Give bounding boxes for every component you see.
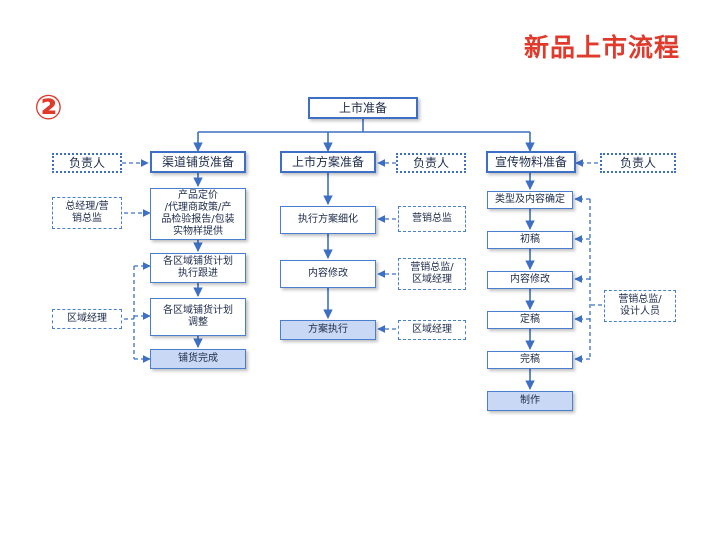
col2-step-revise: 内容修改 [280,260,376,288]
col1-side-regional: 区域经理 [52,309,122,329]
col3-step-final: 定稿 [487,311,573,329]
col1-step-followup: 各区域铺货计划 执行跟进 [150,253,246,283]
col3-step-draft: 初稿 [487,231,573,249]
col1-side-gm: 总经理/营 销总监 [52,197,122,229]
col3-side-designers: 营销总监/ 设计人员 [604,290,676,322]
col3-step-complete: 完稿 [487,351,573,369]
col3-owner: 负责人 [600,153,676,173]
col2-side-director: 营销总监 [398,206,466,232]
step-badge: ② [34,88,63,128]
col2-side-regional: 区域经理 [398,320,466,340]
col2-header: 上市方案准备 [280,151,376,173]
col3-step-produce: 制作 [487,391,573,411]
col1-header: 渠道铺货准备 [150,151,246,173]
col1-step-done: 铺货完成 [150,349,246,369]
col3-header: 宣传物料准备 [486,151,576,173]
page-title: 新品上市流程 [523,33,680,62]
col3-step-revise: 内容修改 [487,271,573,289]
col2-step-execute: 方案执行 [280,320,376,340]
col2-step-refine: 执行方案细化 [280,206,376,234]
col2-owner: 负责人 [396,153,466,173]
col1-owner: 负责人 [52,153,122,173]
top-node-launch-prep: 上市准备 [308,97,418,119]
col3-step-type: 类型及内容确定 [487,191,573,209]
col1-step-pricing: 产品定价 /代理商政策/产 品检验报告/包装 实物样提供 [150,188,246,240]
col2-side-director-regional: 营销总监/ 区域经理 [398,258,466,290]
col1-step-adjust: 各区域铺货计划 调整 [150,298,246,336]
